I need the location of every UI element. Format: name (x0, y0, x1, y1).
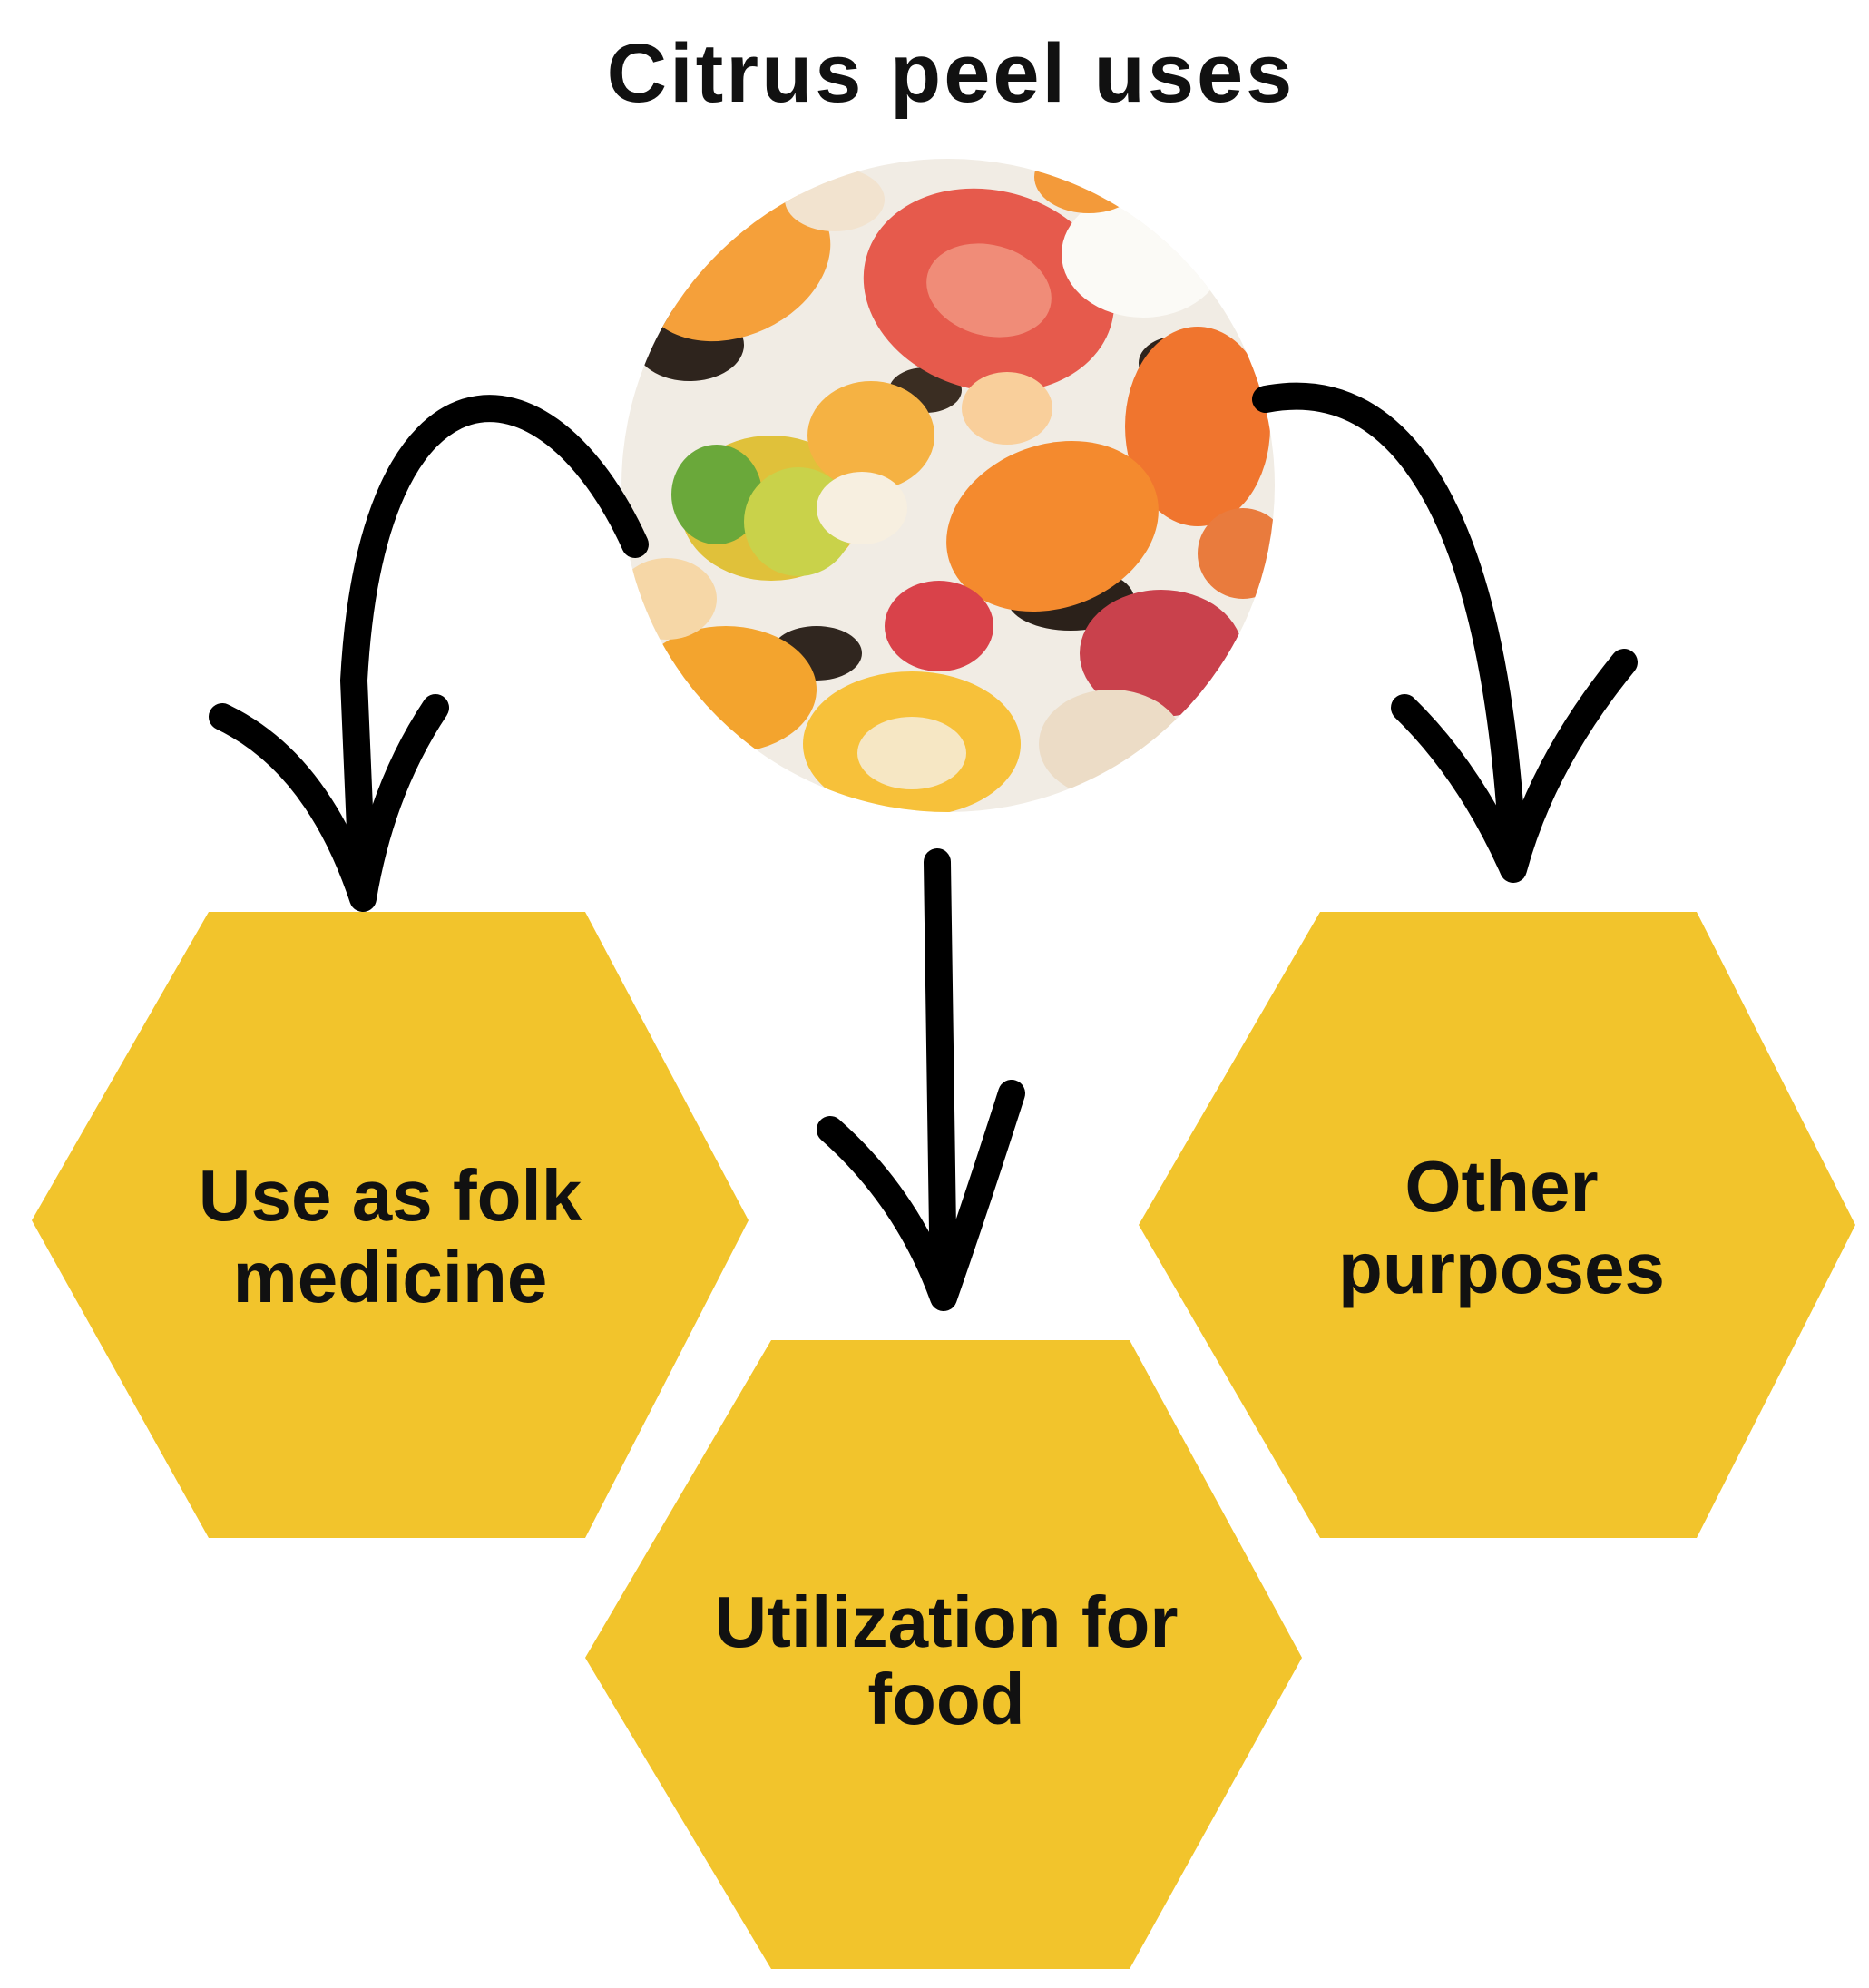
hexagon-folk (32, 912, 749, 1538)
node-food-label-line1: Utilization for (714, 1582, 1178, 1662)
node-other-label-line2: purposes (1338, 1228, 1665, 1308)
hexagon-food (585, 1340, 1302, 1969)
diagram-title: Citrus peel uses (607, 27, 1296, 120)
node-food-label-line2: food (867, 1659, 1024, 1739)
arrow-to-other-purposes (1252, 382, 1638, 883)
node-other-label-line1: Other (1404, 1146, 1598, 1227)
node-other-purposes: Other purposes (1139, 912, 1855, 1538)
hexagon-other (1139, 912, 1855, 1538)
node-food: Utilization for food (585, 1340, 1302, 1969)
arrow-to-folk-medicine (209, 395, 649, 912)
arrow-to-food (817, 848, 1025, 1311)
node-folk-label-line1: Use as folk (199, 1155, 582, 1236)
citrus-peels-photo (621, 159, 1275, 812)
node-folk-medicine: Use as folk medicine (32, 912, 749, 1538)
node-folk-label-line2: medicine (233, 1237, 548, 1317)
